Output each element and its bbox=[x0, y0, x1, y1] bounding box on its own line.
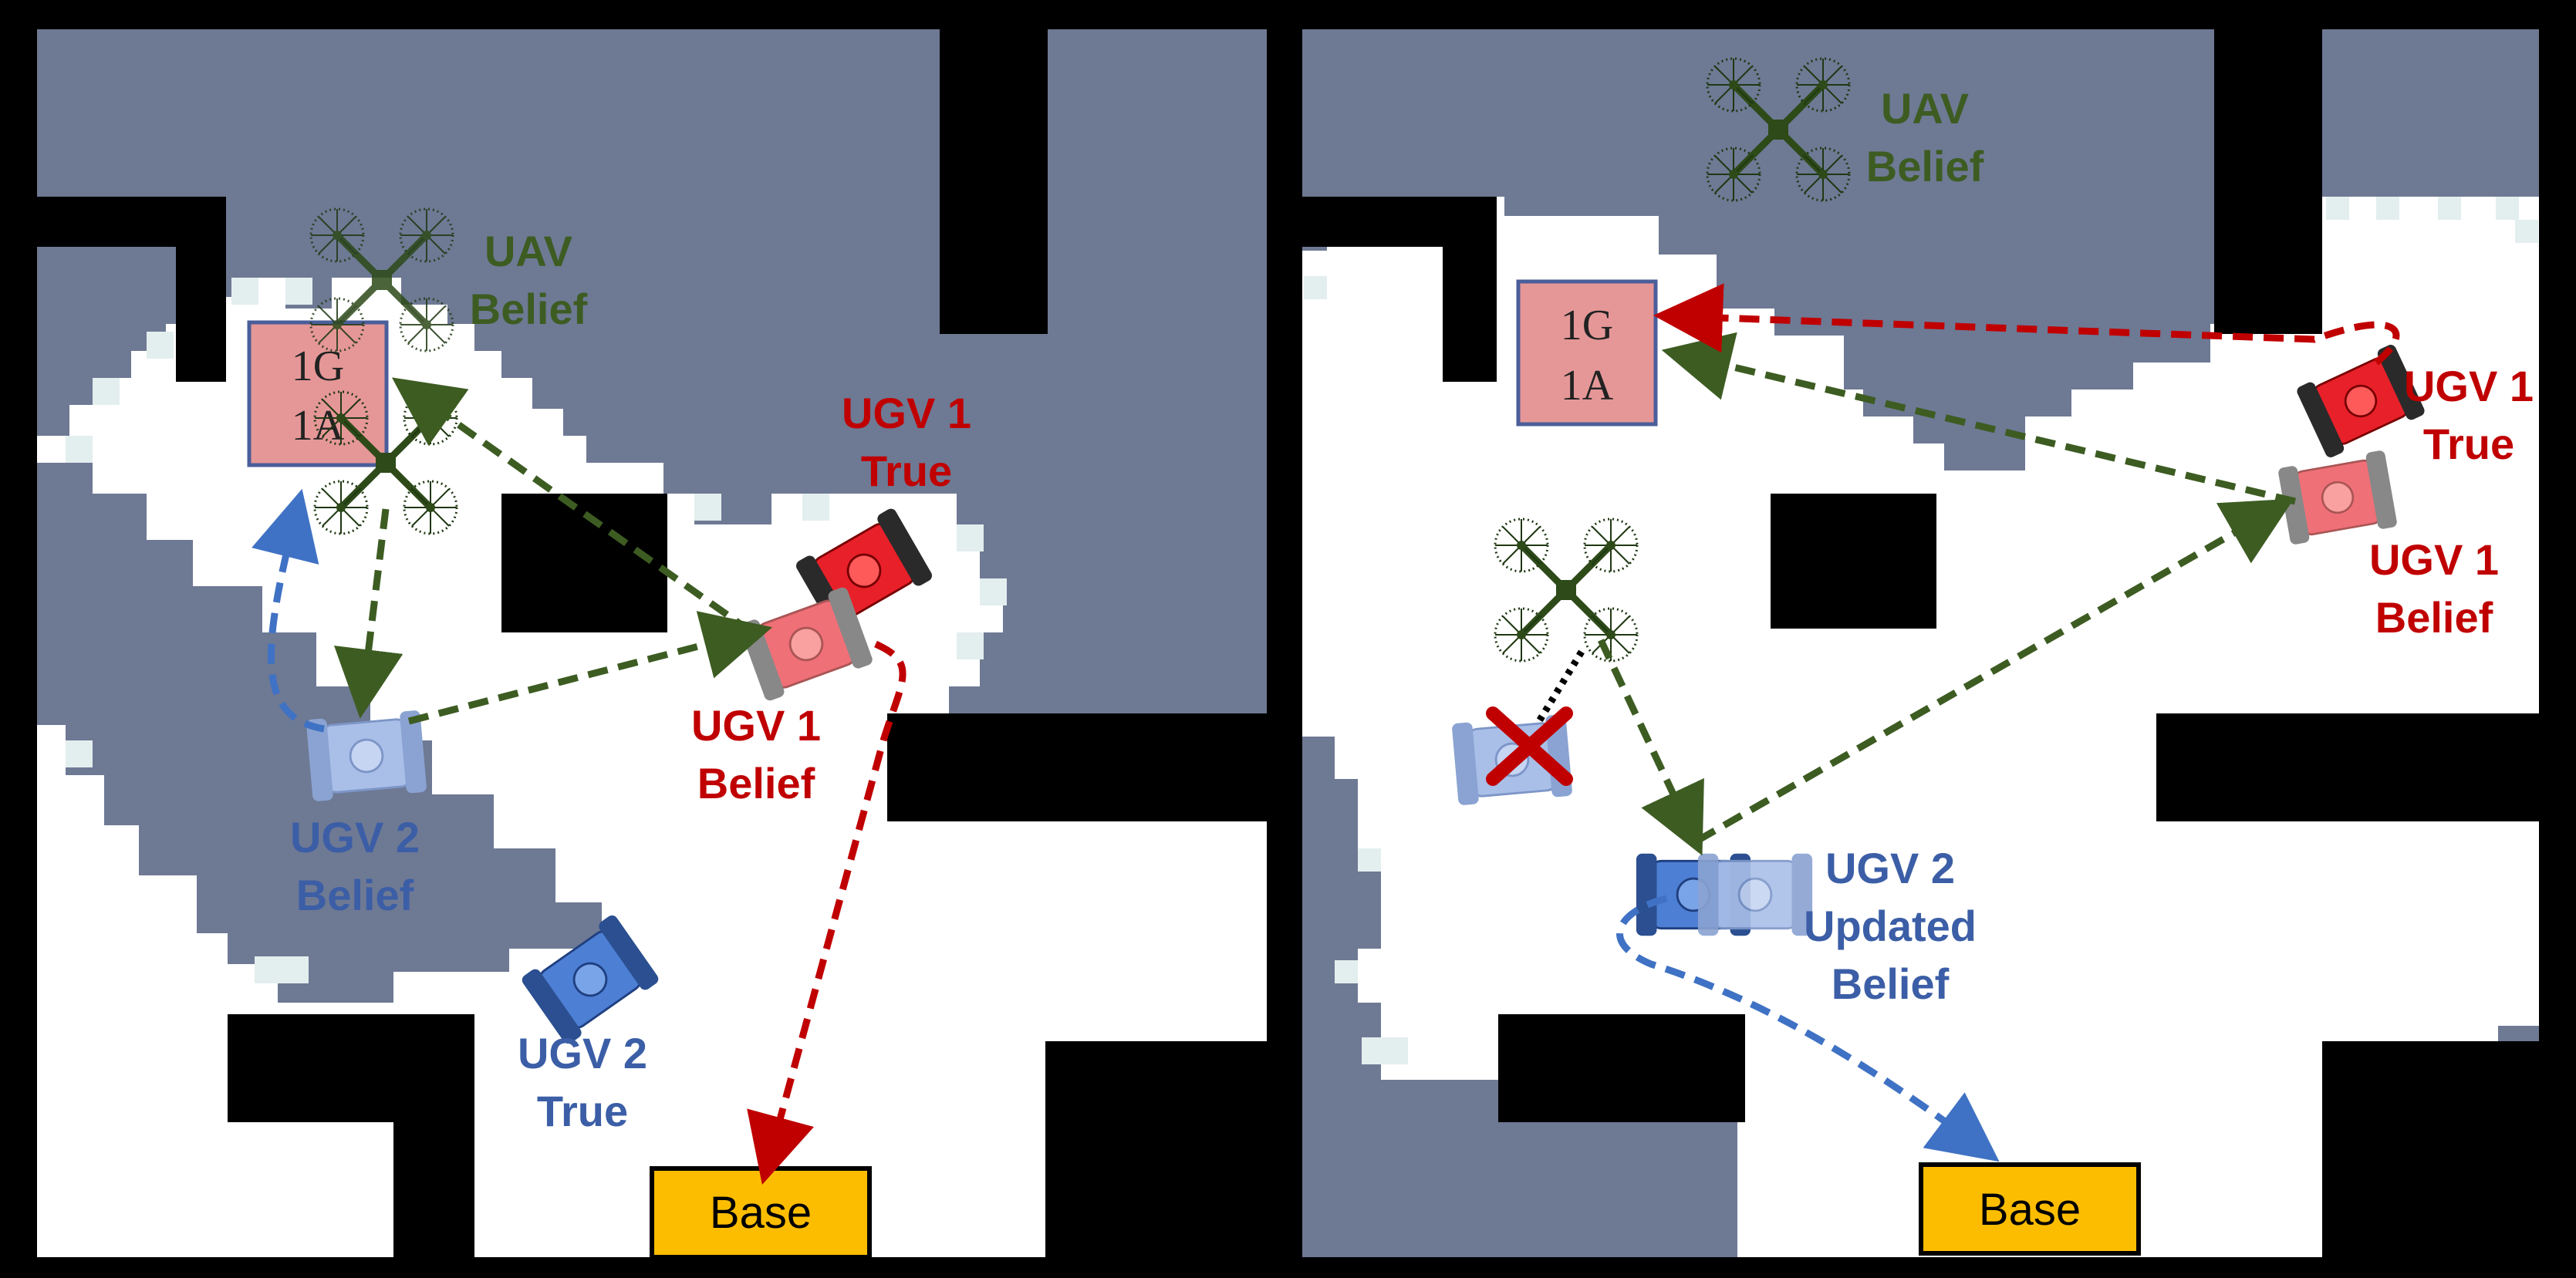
frontier-cells bbox=[1304, 197, 2538, 1064]
uav-belief-label-2: Belief bbox=[1866, 142, 1984, 191]
ugv1-true-label-1: UGV 1 bbox=[842, 389, 971, 437]
uav-belief-label-1: UAV bbox=[1881, 84, 1969, 133]
right-labels: UAV Belief UGV 1 True UGV 1 Belief UGV 2… bbox=[1804, 84, 2534, 1008]
ugv1-true-label-2: True bbox=[2423, 420, 2514, 468]
base-label: Base bbox=[710, 1188, 812, 1238]
ugv2-belief-rover-icon bbox=[305, 709, 428, 803]
goal-label-line2: 1A bbox=[292, 402, 345, 450]
left-paths bbox=[252, 377, 906, 1185]
right-paths bbox=[1536, 283, 2400, 1162]
left-labels: UAV Belief UGV 1 True UGV 1 Belief UGV 2… bbox=[290, 227, 971, 1135]
ugv2-updated-label-1: UGV 2 bbox=[1825, 844, 1955, 892]
ugv2-true-label-1: UGV 2 bbox=[518, 1029, 647, 1077]
ugv1-belief-label-2: Belief bbox=[697, 759, 815, 808]
ugv1-true-label-2: True bbox=[861, 447, 952, 495]
base-label: Base bbox=[1979, 1185, 2081, 1235]
explored-free-space bbox=[1302, 197, 2539, 1257]
goal-label-line2: 1A bbox=[1561, 362, 1614, 410]
walls bbox=[1302, 29, 2539, 1257]
ugv2-true-label-2: True bbox=[537, 1087, 628, 1135]
ugv2-belief-label-1: UGV 2 bbox=[290, 813, 420, 862]
ugv2-updated-label-3: Belief bbox=[1832, 959, 1950, 1008]
ugv1-belief-label-1: UGV 1 bbox=[691, 701, 821, 750]
left-panel: Base 1G 1A UAV Belief UGV 1 True UGV 1 B… bbox=[37, 29, 1267, 1259]
base-box bbox=[1919, 1162, 2141, 1256]
explored-free-space bbox=[37, 278, 1267, 1257]
ugv1-true-label-1: UGV 1 bbox=[2404, 362, 2534, 410]
ugv2-belief-label-2: Belief bbox=[296, 871, 414, 919]
goal-square-icon bbox=[1516, 279, 1658, 427]
uav-belief-label-1: UAV bbox=[484, 227, 572, 275]
goal-label-line1: 1G bbox=[1561, 302, 1613, 349]
ugv2-belief-shadow-rover-icon bbox=[1697, 852, 1814, 937]
ugv1-belief-label-1: UGV 1 bbox=[2369, 535, 2499, 584]
goal-label-line1: 1G bbox=[292, 342, 344, 390]
ugv1-belief-label-2: Belief bbox=[2375, 593, 2493, 642]
ugv2-updated-label-2: Updated bbox=[1804, 902, 1977, 950]
frontier-cells bbox=[66, 278, 1007, 983]
right-panel: Base 1G 1A UAV Belief UG bbox=[1302, 29, 2539, 1257]
x-mark-icon bbox=[1486, 706, 1573, 786]
uav-belief-label-2: Belief bbox=[470, 285, 588, 333]
